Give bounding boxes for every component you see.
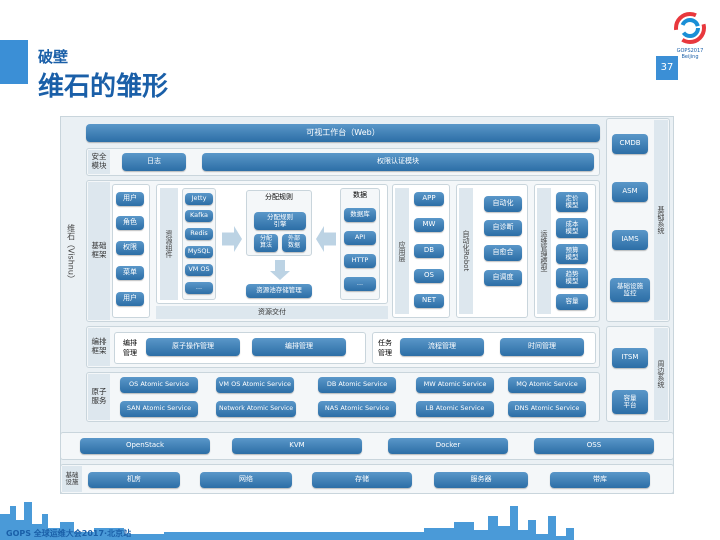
user-item: 用户 <box>116 192 144 206</box>
cost-model: 成本 模型 <box>556 218 588 238</box>
web-workbench: 可视工作台（Web） <box>86 124 600 142</box>
pool-storage: 资源池存储管理 <box>246 284 312 298</box>
footer-text: GOPS 全球运维大会2017·北京站 <box>6 529 132 538</box>
data-more: ... <box>344 277 376 291</box>
atomic-label: 原子 服务 <box>88 374 110 420</box>
dns-atomic: DNS Atomic Service <box>508 401 586 417</box>
logo-text: GOPS2017 Beijing <box>676 48 704 60</box>
infra-server: 服务器 <box>434 472 528 488</box>
lb-atomic: LB Atomic Service <box>416 401 494 417</box>
network-atomic: Network Atomic Service <box>216 401 296 417</box>
docker: Docker <box>388 438 508 454</box>
page-number: 37 <box>656 56 678 80</box>
robot-schedule: 自调度 <box>484 270 522 286</box>
infra-network: 网络 <box>200 472 292 488</box>
os-atomic: OS Atomic Service <box>120 377 198 393</box>
infra-label: 基础 设施 <box>62 466 82 492</box>
atomic-op-mgmt: 原子操作管理 <box>146 338 240 356</box>
mq-atomic: MQ Atomic Service <box>508 377 586 393</box>
robot-auto: 自动化 <box>484 196 522 212</box>
auth-module: 权限认证模块 <box>202 153 594 171</box>
resource-list <box>182 188 216 300</box>
capacity-platform: 容量 平台 <box>612 390 648 414</box>
data-title: 数据 <box>353 191 367 199</box>
infra-monitor: 基础设施 监控 <box>610 278 650 302</box>
res-redis: Redis <box>185 228 213 240</box>
time-mgmt: 时间管理 <box>500 338 584 356</box>
orch-label: 编排 框架 <box>88 328 110 366</box>
resource-delivery: 资源交付 <box>156 306 388 319</box>
infra-storage: 存储 <box>312 472 412 488</box>
san-atomic: SAN Atomic Service <box>120 401 198 417</box>
res-vmos: VM OS <box>185 264 213 276</box>
slide-subtitle: 破壁 <box>38 48 69 66</box>
db-atomic: DB Atomic Service <box>318 377 396 393</box>
gops-logo: GOPS2017 Beijing <box>672 10 708 62</box>
vmos-atomic: VM OS Atomic Service <box>216 377 294 393</box>
dispatch-title: 分配规则 <box>265 193 293 201</box>
dispatch-algorithm: 分配 算法 <box>254 234 278 252</box>
orch-sub-label: 编排 管理 <box>123 339 137 357</box>
mw-atomic: MW Atomic Service <box>416 377 494 393</box>
user-item-2: 用户 <box>116 292 144 306</box>
nas-atomic: NAS Atomic Service <box>318 401 396 417</box>
budget-model: 预算 模型 <box>556 244 588 264</box>
role-item: 角色 <box>116 216 144 230</box>
pricing-model: 定价 模型 <box>556 192 588 212</box>
data-api: API <box>344 231 376 245</box>
security-label: 安全 模块 <box>88 150 110 174</box>
mgmt-model-label: 运维管理模型 <box>537 188 551 314</box>
orch-mgmt: 编排管理 <box>252 338 346 356</box>
permission-item: 权限 <box>116 241 144 255</box>
app-layer-label: 应用层 <box>395 188 409 314</box>
base-system-label: 基础系统 <box>654 120 668 320</box>
base-label: 基础 框架 <box>88 182 110 320</box>
arrow-right <box>222 226 242 252</box>
data-http: HTTP <box>344 254 376 268</box>
res-mysql: MySQL <box>185 246 213 258</box>
app-db: DB <box>414 244 444 258</box>
data-db: 数据库 <box>344 208 376 222</box>
kvm: KVM <box>232 438 362 454</box>
city-skyline-graphic <box>0 502 584 540</box>
app-net: NET <box>414 294 444 308</box>
slide-title: 维石的雏形 <box>38 72 169 102</box>
app-app: APP <box>414 192 444 206</box>
arrow-down <box>270 260 290 280</box>
res-more: ... <box>185 282 213 294</box>
arrow-left <box>316 226 336 252</box>
log-module: 日志 <box>122 153 186 171</box>
flow-mgmt: 流程管理 <box>400 338 484 356</box>
menu-item: 菜单 <box>116 266 144 280</box>
external-data: 外部 数据 <box>282 234 306 252</box>
asm: ASM <box>612 182 648 202</box>
capacity-model: 容量 <box>556 294 588 310</box>
vishnu-label: 维石（Vishnu） <box>66 223 76 283</box>
app-mw: MW <box>414 218 444 232</box>
task-label: 任务 管理 <box>378 339 392 357</box>
openstack: OpenStack <box>80 438 210 454</box>
trend-model: 趋势 模型 <box>556 268 588 288</box>
infra-room: 机房 <box>88 472 180 488</box>
dispatch-engine: 分配规则 引擎 <box>254 212 306 230</box>
gops-logo-icon <box>674 12 706 44</box>
itsm: ITSM <box>612 348 648 368</box>
app-os: OS <box>414 269 444 283</box>
resource-components-label: 资源组件 <box>160 188 178 300</box>
infra-tape: 带库 <box>550 472 650 488</box>
res-kafka: Kafka <box>185 210 213 222</box>
robot-heal: 自愈合 <box>484 245 522 261</box>
iams: IAMS <box>612 230 648 250</box>
res-jetty: Jetty <box>185 193 213 205</box>
robot-diagnose: 自诊断 <box>484 220 522 236</box>
oss: OSS <box>534 438 654 454</box>
header-accent-bar <box>0 40 28 84</box>
cmdb: CMDB <box>612 134 648 154</box>
peripheral-label: 周边系统 <box>654 328 668 420</box>
robot-label: 自动化Robot <box>459 188 473 314</box>
